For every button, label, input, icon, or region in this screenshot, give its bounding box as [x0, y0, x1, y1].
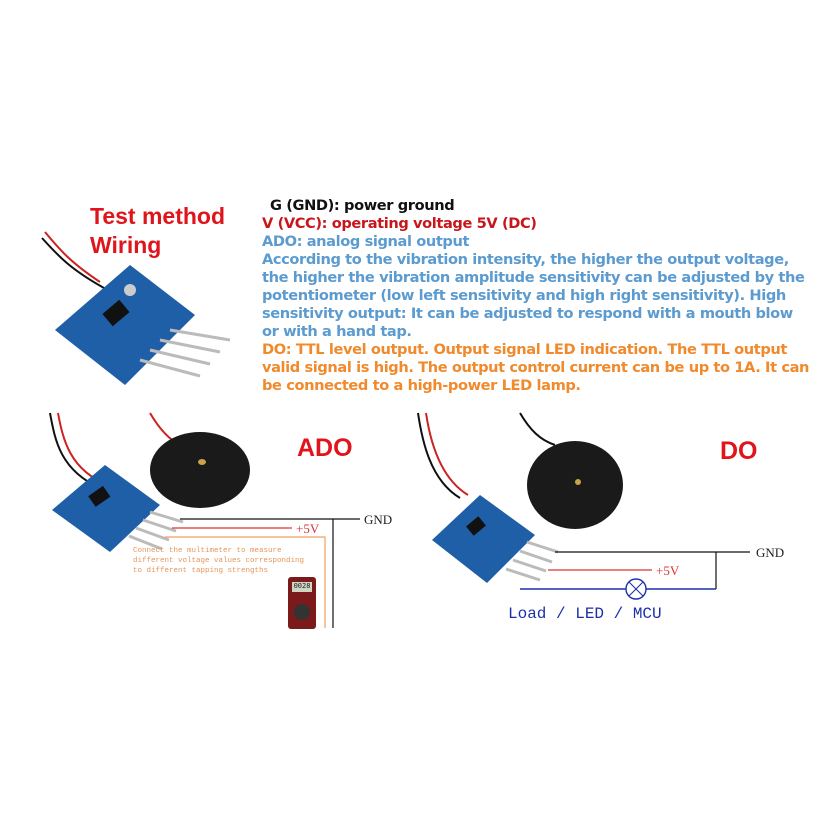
lamp-icon: [625, 578, 647, 600]
ado-gnd-label: GND: [364, 512, 393, 527]
meter-reading: 0028: [293, 582, 311, 590]
ado-label: ADO: [297, 434, 353, 462]
wiring-title: Test method Wiring: [90, 202, 225, 260]
do-label: DO: [720, 437, 758, 465]
title-line-1: Test method: [90, 203, 226, 229]
piezo-disc: [150, 432, 250, 508]
ado-diagram: [49, 412, 360, 629]
multimeter-note: Connect the multimeter to measure differ…: [133, 547, 305, 575]
gnd-pin-desc: G (GND): power ground: [270, 197, 455, 214]
title-line-2: Wiring: [90, 232, 162, 258]
do-gnd-label: GND: [756, 545, 785, 560]
ado-pin-title: ADO: analog signal output: [262, 233, 470, 250]
load-label: Load / LED / MCU: [508, 605, 662, 623]
do-diagram: [417, 412, 750, 600]
do-pin-desc: DO: TTL level output. Output signal LED …: [262, 341, 814, 394]
ado-pin-desc: According to the vibration intensity, th…: [262, 251, 810, 340]
pin-descriptions: G (GND): power ground V (VCC): operating…: [262, 197, 812, 395]
ado-vcc-label: +5V: [296, 521, 320, 536]
piezo-disc: [527, 441, 623, 529]
do-vcc-label: +5V: [656, 563, 680, 578]
sensor-module-top: [41, 231, 231, 385]
vcc-pin-desc: V (VCC): operating voltage 5V (DC): [262, 215, 537, 232]
